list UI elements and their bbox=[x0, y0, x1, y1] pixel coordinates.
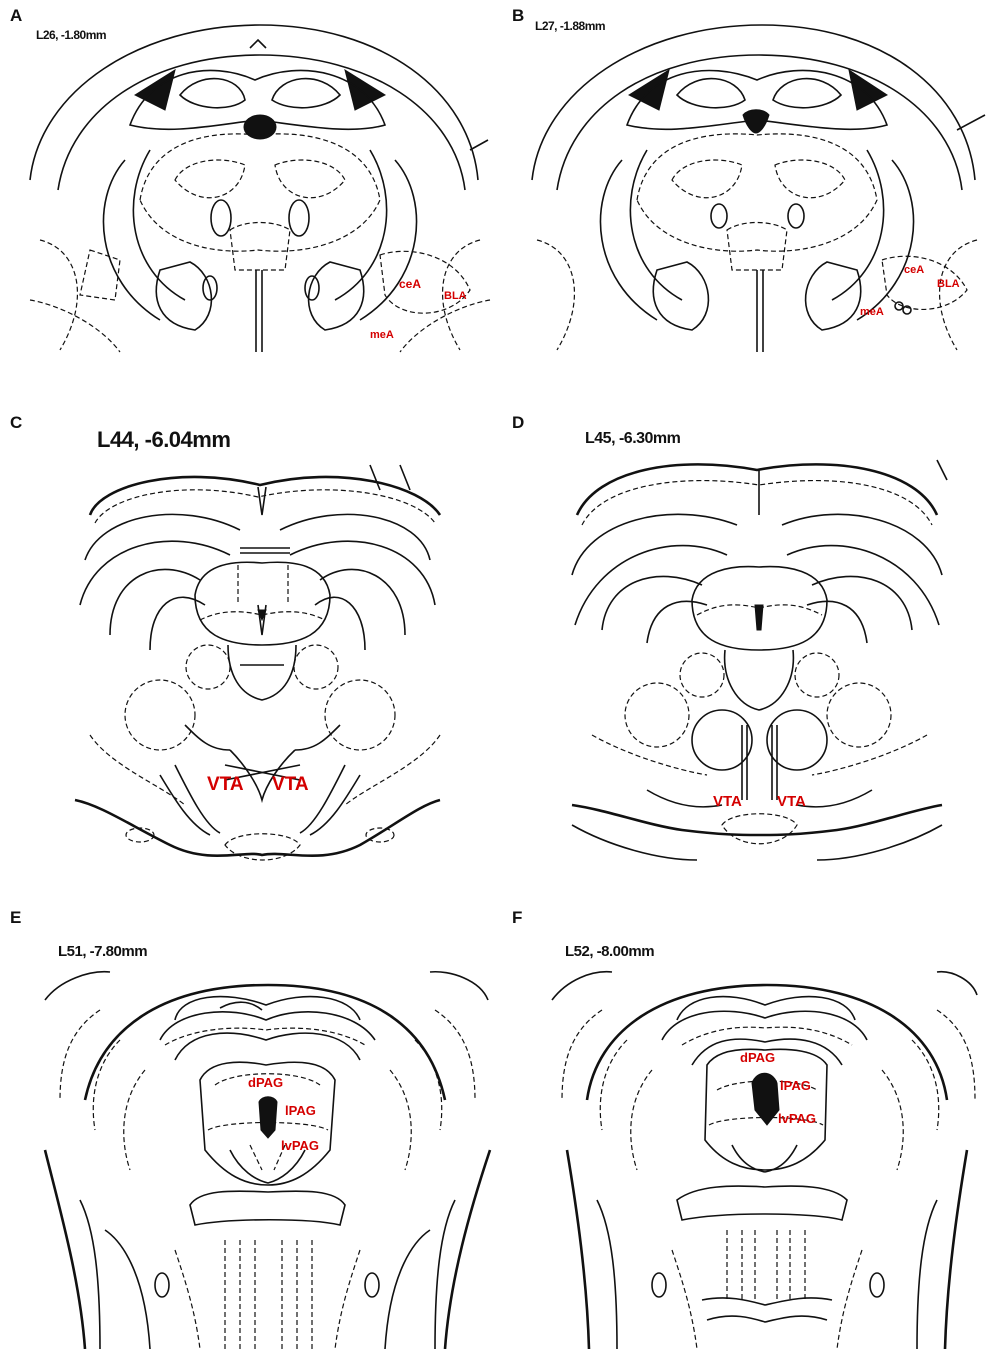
region-label: BLA bbox=[444, 290, 467, 302]
region-label: meA bbox=[860, 306, 884, 318]
region-label: BLA bbox=[937, 278, 960, 290]
region-labels: dPAG lPAG lvPAG bbox=[497, 900, 987, 1349]
panel-a: A L26, -1.80mm ceA BL bbox=[0, 0, 490, 360]
region-labels: VTA VTA bbox=[0, 405, 490, 875]
region-label: ceA bbox=[904, 264, 924, 276]
region-label: dPAG bbox=[248, 1075, 283, 1090]
region-label: dPAG bbox=[740, 1050, 775, 1065]
region-label: VTA bbox=[713, 793, 742, 810]
region-label: VTA bbox=[777, 793, 806, 810]
region-label: lPAG bbox=[780, 1078, 811, 1093]
region-labels: ceA BLA meA bbox=[497, 0, 987, 360]
region-label: lvPAG bbox=[778, 1111, 816, 1126]
region-label: meA bbox=[370, 329, 394, 341]
region-label: lPAG bbox=[285, 1103, 316, 1118]
region-labels: dPAG lPAG lvPAG bbox=[0, 900, 490, 1349]
region-label: VTA bbox=[272, 774, 309, 795]
region-labels: ceA BLA meA bbox=[0, 0, 490, 360]
panel-e: E L51, -7.80mm bbox=[0, 900, 490, 1349]
region-label: VTA bbox=[207, 774, 244, 795]
region-label: ceA bbox=[399, 277, 421, 291]
panel-b: B L27, -1.88mm ceA BLA meA bbox=[497, 0, 987, 360]
panel-c: C L44, -6.04mm bbox=[0, 405, 490, 875]
panel-f: F L52, -8.00mm bbox=[497, 900, 987, 1349]
region-labels: VTA VTA bbox=[497, 405, 987, 875]
region-label: lvPAG bbox=[281, 1138, 319, 1153]
panel-d: D L45, -6.30mm bbox=[497, 405, 987, 875]
